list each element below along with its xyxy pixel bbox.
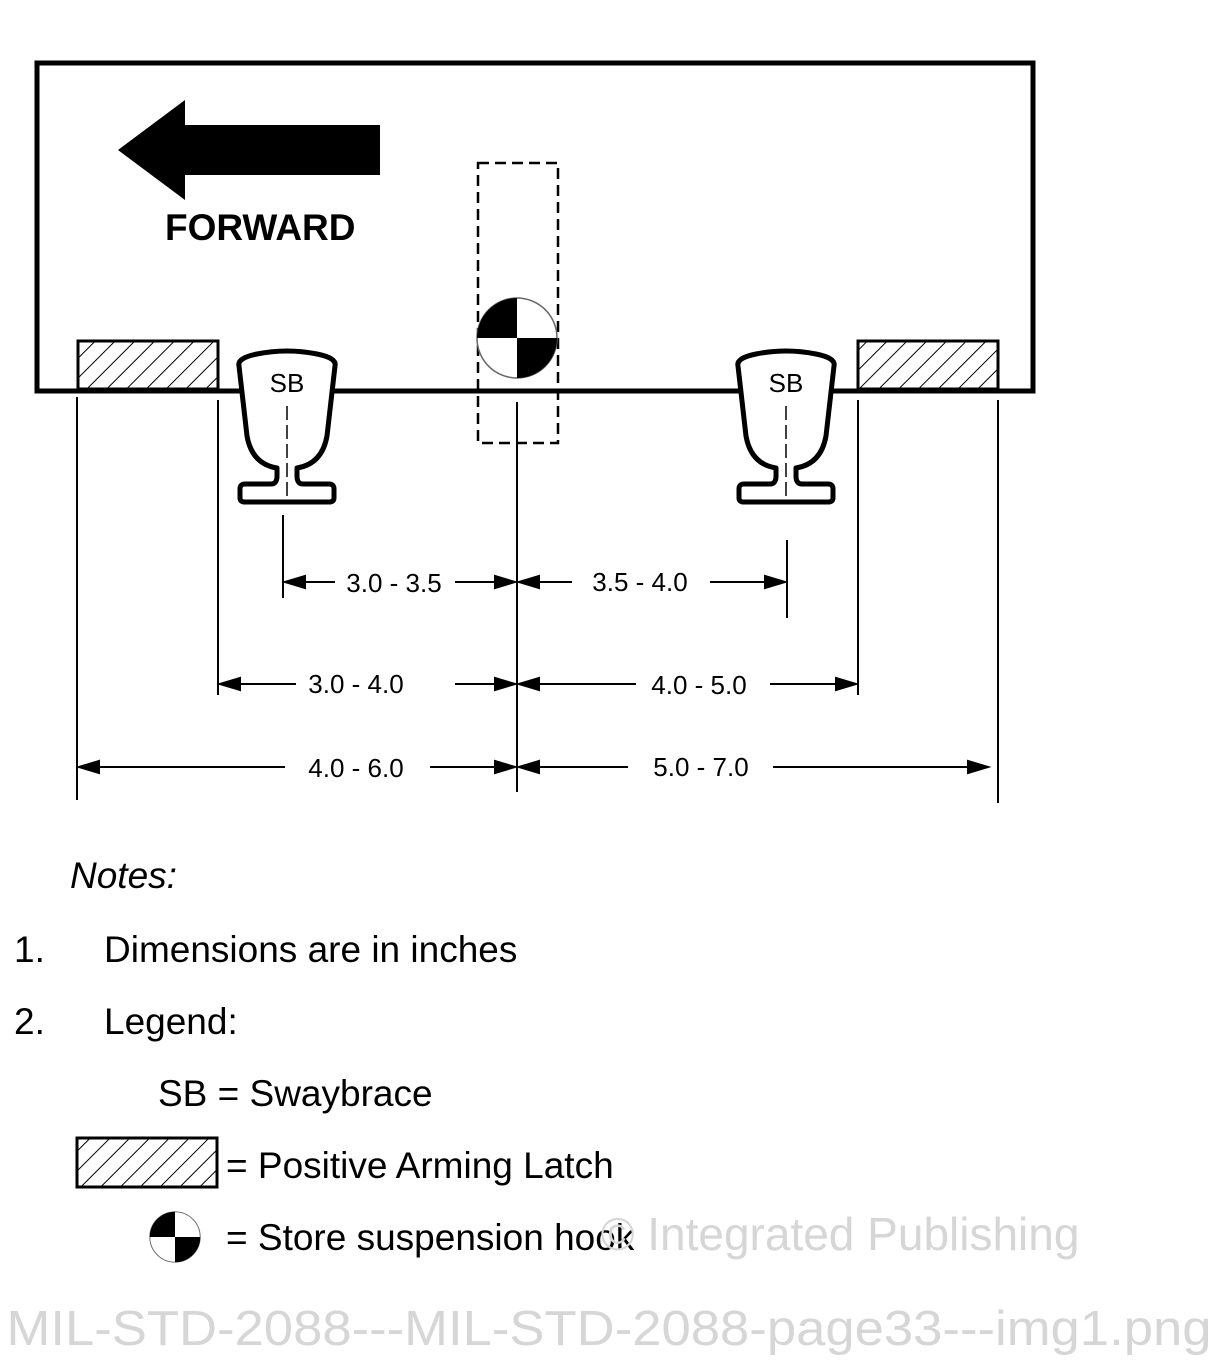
dim-hook-to-sb-right: 3.5 - 4.0	[592, 567, 687, 597]
watermark-copyright: © Integrated Publishing	[601, 1208, 1080, 1260]
legend-hook-icon	[149, 1211, 201, 1263]
arming-latch-left	[76, 339, 220, 391]
dim-latch-right-inner: 4.0 - 5.0	[651, 670, 746, 700]
note-1-text: Dimensions are in inches	[104, 929, 517, 970]
notes-heading: Notes:	[70, 855, 177, 896]
note-2-text: Legend:	[104, 1001, 238, 1042]
arming-latch-right	[856, 339, 1000, 391]
watermark-filename: MIL-STD-2088---MIL-STD-2088-page33---img…	[7, 1302, 1212, 1356]
dim-sb-left-to-hook: 3.0 - 3.5	[346, 568, 441, 598]
swaybrace-right-label: SB	[769, 368, 804, 398]
dimension-arrows	[75, 574, 992, 775]
dim-latch-left-outer: 4.0 - 6.0	[308, 753, 403, 783]
note-2-number: 2.	[14, 1001, 45, 1042]
legend-swaybrace: SB = Swaybrace	[158, 1073, 433, 1114]
legend-hook: = Store suspension hook	[226, 1217, 635, 1258]
note-1-number: 1.	[14, 929, 45, 970]
legend-latch-swatch	[75, 1136, 219, 1189]
legend-latch: = Positive Arming Latch	[226, 1145, 614, 1186]
extension-lines	[76, 397, 999, 803]
forward-label: FORWARD	[165, 207, 355, 248]
forward-arrow-icon	[118, 100, 380, 200]
suspension-hook-icon	[476, 297, 558, 379]
dim-latch-left-inner: 3.0 - 4.0	[308, 669, 403, 699]
swaybrace-left-label: SB	[270, 368, 305, 398]
dim-latch-right-outer: 5.0 - 7.0	[653, 752, 748, 782]
store-outline	[34, 60, 1036, 394]
